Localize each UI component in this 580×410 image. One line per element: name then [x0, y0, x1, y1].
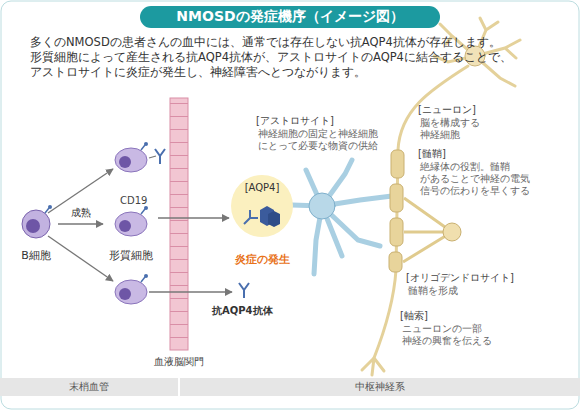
callout-label: 脳を構成する: [420, 118, 480, 129]
antibody-symbol: [155, 149, 165, 164]
callout-label: [髄鞘]: [418, 148, 446, 160]
title-text: NMOSDの発症機序（イメージ図）: [176, 8, 403, 26]
node-text: 炎症の発生: [235, 253, 290, 266]
callout-label: ニューロンの一部: [402, 324, 482, 335]
callout-label: にとって必要な物資の供給: [258, 141, 378, 152]
callout-label: 抗AQP4抗体: [212, 305, 273, 317]
oligodendrocyte: [403, 198, 461, 262]
region-band: 中枢神経系: [180, 378, 580, 396]
callout-label: 髄鞘を形成: [408, 286, 458, 297]
node-text: 形質細胞: [109, 249, 153, 262]
callout-label: 血液脳関門: [154, 356, 204, 368]
callout-label: があることで神経の電気: [420, 174, 530, 185]
myelin-sheath: [389, 150, 404, 272]
intro-text: アストロサイトに炎症が発生し、神経障害へとつながります。: [30, 66, 366, 79]
callout-label: 絶縁体の役割。髄鞘: [420, 162, 510, 173]
callout-label: [ニューロン]: [418, 104, 476, 116]
node-text: B細胞: [21, 249, 51, 262]
b-cell: [22, 205, 52, 238]
callout-label: 神経細胞: [420, 130, 460, 141]
blood-brain-barrier: [170, 98, 188, 350]
neuron: [362, 18, 520, 375]
plasma-cell: [115, 274, 148, 304]
maturation-arrow: [48, 236, 113, 281]
region-band: 末梢血管: [0, 378, 178, 396]
intro-text: 形質細胞によって産生される抗AQP4抗体が、アストロサイトのAQP4に結合するこ…: [30, 51, 512, 64]
callout-label: [オリゴデンドロサイト]: [406, 272, 514, 284]
intro-text: 多くのNMOSDの患者さんの血中には、通常では存在しない抗AQP4抗体が存在しま…: [30, 36, 501, 49]
callout-label: CD19: [120, 195, 147, 207]
secretion-line: [149, 156, 156, 158]
astrocyte: [292, 160, 392, 274]
connector-arrow: [158, 217, 229, 218]
callout-label: 神経細胞の固定と神経細胞: [258, 129, 378, 140]
cell-node: B細胞: [14, 208, 58, 262]
connector-arrow: [58, 223, 103, 224]
edge-label: 成熟: [70, 206, 92, 220]
callout-label: 神経の興奮を伝える: [402, 336, 492, 347]
callout-label: [軸索]: [400, 310, 428, 322]
secretion-arrow: [149, 291, 232, 292]
plasma-cell: [115, 142, 148, 172]
cell-node: 形質細胞: [104, 206, 158, 262]
aqp4-highlight: [AQP4] 炎症の発生: [230, 174, 294, 266]
plasma-cell: [115, 206, 148, 236]
callout-label: 信号の伝わりを早くする: [420, 186, 530, 197]
node-text: 末梢血管: [69, 381, 109, 393]
node-text: 中枢神経系: [355, 381, 405, 393]
node-text: [AQP4]: [245, 182, 280, 194]
title-pill: NMOSDの発症機序（イメージ図）: [140, 6, 440, 28]
antibody-symbol: [239, 283, 249, 298]
callout-label: [アストロサイト]: [256, 115, 334, 127]
